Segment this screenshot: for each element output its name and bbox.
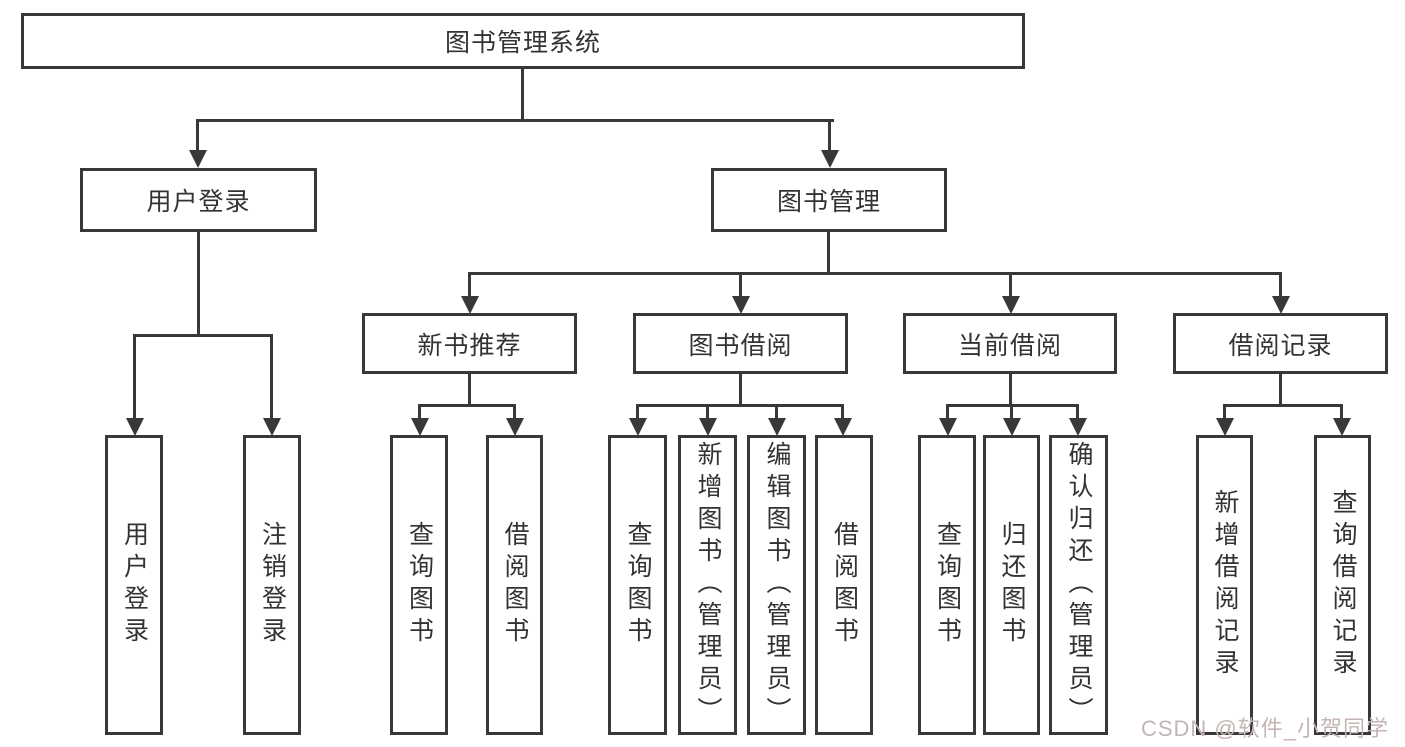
arrow-down-icon [699,418,717,436]
leaf-current-confirm-return-admin: 确认归还（管理员） [1049,435,1108,735]
arrow-down-icon [126,418,144,436]
connector-line [1279,374,1282,407]
connector-line [196,119,199,153]
node-borrow-records: 借阅记录 [1173,313,1388,374]
connector-line [133,334,136,422]
connector-line [636,404,844,407]
leaf-borrow-edit-books-admin: 编辑图书（管理员） [747,435,806,735]
node-new-book-recommend: 新书推荐 [362,313,577,374]
leaf-logout-login: 注销登录 [243,435,301,735]
leaf-current-return-books: 归还图书 [983,435,1040,735]
arrow-down-icon [732,296,750,314]
arrow-down-icon [461,296,479,314]
connector-line [636,404,639,422]
arrow-down-icon [1216,418,1234,436]
arrow-down-icon [939,418,957,436]
connector-line [1223,404,1226,422]
connector-line [827,232,830,274]
arrow-down-icon [821,150,839,168]
node-book-management: 图书管理 [711,168,947,232]
connector-line [1010,404,1013,422]
connector-line [1279,272,1282,300]
connector-line [521,67,524,121]
arrow-down-icon [1002,296,1020,314]
connector-line [418,404,421,422]
connector-line [946,404,949,422]
connector-line [739,272,742,300]
node-user-login: 用户登录 [80,168,317,232]
connector-line [1076,404,1079,422]
arrow-down-icon [1333,418,1351,436]
connector-line [828,119,831,153]
leaf-borrow-query-books: 查询图书 [608,435,667,735]
connector-line [468,374,471,407]
connector-line [1009,374,1012,407]
leaf-records-query-borrow-record: 查询借阅记录 [1314,435,1371,735]
connector-line [706,404,709,422]
arrow-down-icon [263,418,281,436]
connector-line [1340,404,1343,422]
arrow-down-icon [1069,418,1087,436]
node-current-borrow: 当前借阅 [903,313,1117,374]
connector-line [513,404,516,422]
connector-line [418,404,516,407]
connector-line [1223,404,1343,407]
arrow-down-icon [1272,296,1290,314]
arrow-down-icon [1003,418,1021,436]
node-book-borrow: 图书借阅 [633,313,848,374]
connector-line [841,404,844,422]
connector-line [775,404,778,422]
arrow-down-icon [768,418,786,436]
connector-line [468,272,1282,275]
node-library-management-system: 图书管理系统 [21,13,1025,69]
leaf-newbook-borrow-books: 借阅图书 [486,435,543,735]
arrow-down-icon [506,418,524,436]
arrow-down-icon [629,418,647,436]
arrow-down-icon [411,418,429,436]
arrow-down-icon [834,418,852,436]
leaf-user-login: 用户登录 [105,435,163,735]
leaf-borrow-add-books-admin: 新增图书（管理员） [678,435,737,735]
connector-line [133,334,273,337]
leaf-current-query-books: 查询图书 [918,435,976,735]
connector-line [1009,272,1012,300]
connector-line [739,374,742,407]
arrow-down-icon [189,150,207,168]
leaf-newbook-query-books: 查询图书 [390,435,448,735]
leaf-borrow-borrow-books: 借阅图书 [815,435,873,735]
leaf-records-add-borrow-record: 新增借阅记录 [1196,435,1253,735]
connector-line [196,119,834,122]
connector-line [270,334,273,422]
connector-line [197,232,200,336]
connector-line [468,272,471,300]
